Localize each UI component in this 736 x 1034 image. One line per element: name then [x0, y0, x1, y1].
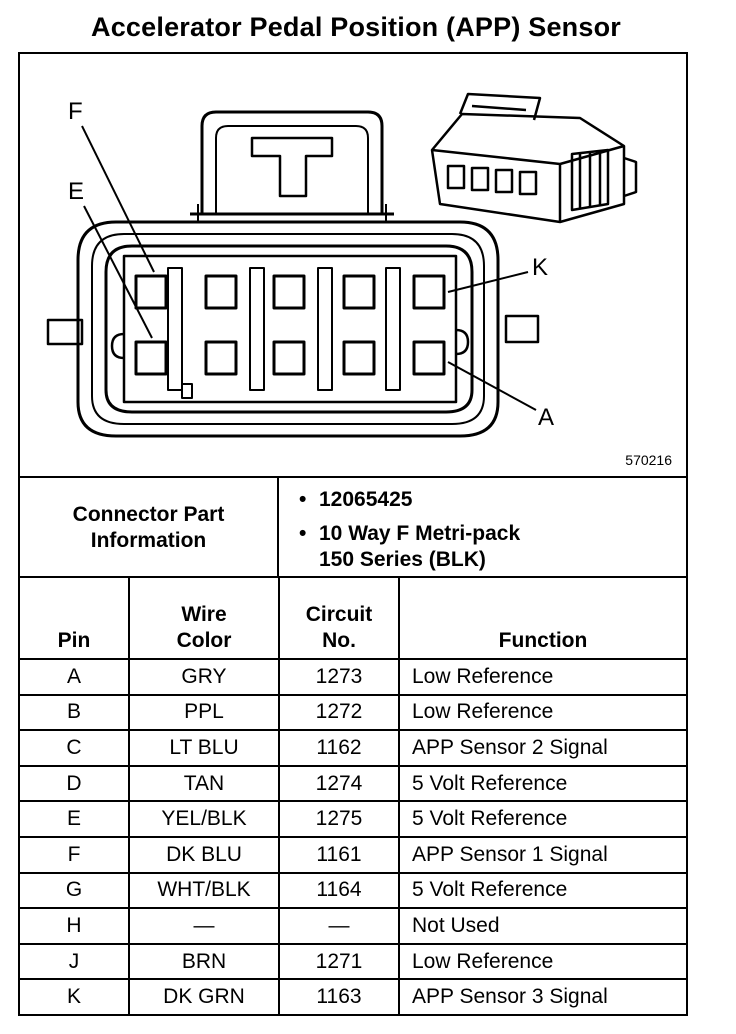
wire-color-cell: PPL: [128, 693, 280, 732]
pin-cell: E: [20, 800, 130, 838]
header-circuit-line1: Circuit: [305, 603, 373, 626]
connector-face-drawing: [46, 92, 638, 438]
circuit-cell: 1271: [278, 942, 400, 981]
function-cell: Not Used: [398, 907, 686, 945]
connector-part-info: Connector Part Information 12065425 10 W…: [20, 476, 686, 578]
pin-cell: A: [20, 658, 130, 696]
connector-part-number: 12065425: [299, 486, 413, 513]
table-row: G WHT/BLK 1164 5 Volt Reference: [20, 871, 686, 910]
callout-label-e: E: [68, 178, 85, 205]
callout-label-f: F: [68, 98, 83, 125]
function-cell: APP Sensor 3 Signal: [398, 978, 686, 1014]
table-row: H — — Not Used: [20, 907, 686, 945]
pin-cell: H: [20, 907, 130, 945]
callout-label-k: K: [532, 254, 549, 281]
page-title: Accelerator Pedal Position (APP) Sensor: [91, 12, 621, 42]
circuit-cell: 1275: [278, 800, 400, 838]
circuit-cell: 1162: [278, 729, 400, 767]
function-cell: APP Sensor 1 Signal: [398, 835, 686, 874]
header-wire-color: Wire Color: [128, 576, 280, 660]
document-frame: F E K A 570216 Connector Part Informatio…: [18, 52, 688, 1016]
table-row: B PPL 1272 Low Reference: [20, 693, 686, 732]
wire-color-cell: —: [128, 907, 280, 945]
connector-type: 10 Way F Metri-pack: [299, 520, 520, 547]
function-cell: 5 Volt Reference: [398, 764, 686, 803]
circuit-cell: —: [278, 907, 400, 945]
table-header-row: Pin Wire Color Circuit No. Function: [20, 576, 686, 660]
header-circuit-no: Circuit No.: [278, 576, 400, 660]
circuit-cell: 1272: [278, 693, 400, 732]
wire-color-cell: DK GRN: [128, 978, 280, 1014]
function-cell: Low Reference: [398, 658, 686, 696]
function-cell: Low Reference: [398, 693, 686, 732]
connector-series: 150 Series (BLK): [319, 548, 486, 571]
table-row: E YEL/BLK 1275 5 Volt Reference: [20, 800, 686, 838]
header-function: Function: [398, 576, 686, 660]
wire-color-cell: YEL/BLK: [128, 800, 280, 838]
header-pin: Pin: [20, 576, 130, 660]
table-row: J BRN 1271 Low Reference: [20, 942, 686, 981]
wire-color-cell: DK BLU: [128, 835, 280, 874]
circuit-cell: 1164: [278, 871, 400, 910]
function-cell: Low Reference: [398, 942, 686, 981]
connector-diagram: F E K A 570216: [20, 54, 686, 476]
header-wire-line2: Color: [176, 629, 232, 652]
circuit-cell: 1161: [278, 835, 400, 874]
wire-color-cell: GRY: [128, 658, 280, 696]
circuit-cell: 1163: [278, 978, 400, 1014]
function-cell: APP Sensor 2 Signal: [398, 729, 686, 767]
pin-cell: C: [20, 729, 130, 767]
table-row: C LT BLU 1162 APP Sensor 2 Signal: [20, 729, 686, 767]
wire-color-cell: BRN: [128, 942, 280, 981]
connector-info-label-line2: Information: [90, 529, 207, 552]
connector-info-label-line1: Connector Part: [72, 503, 225, 526]
circuit-cell: 1274: [278, 764, 400, 803]
figure-number: 570216: [625, 452, 672, 468]
pin-cell: D: [20, 764, 130, 803]
table-row: K DK GRN 1163 APP Sensor 3 Signal: [20, 978, 686, 1014]
circuit-cell: 1273: [278, 658, 400, 696]
pinout-table: Pin Wire Color Circuit No. Function A GR…: [20, 576, 686, 1014]
connector-info-values: 12065425 10 Way F Metri-pack 150 Series …: [279, 478, 684, 578]
pin-cell: K: [20, 978, 130, 1014]
function-cell: 5 Volt Reference: [398, 871, 686, 910]
pin-cell: J: [20, 942, 130, 981]
connector-info-label: Connector Part Information: [20, 478, 279, 578]
wire-color-cell: WHT/BLK: [128, 871, 280, 910]
wire-color-cell: TAN: [128, 764, 280, 803]
table-row: D TAN 1274 5 Volt Reference: [20, 764, 686, 803]
pin-cell: G: [20, 871, 130, 910]
header-circuit-line2: No.: [322, 629, 356, 652]
pin-cell: F: [20, 835, 130, 874]
table-row: A GRY 1273 Low Reference: [20, 658, 686, 696]
wire-color-cell: LT BLU: [128, 729, 280, 767]
callout-label-a: A: [538, 404, 555, 431]
table-row: F DK BLU 1161 APP Sensor 1 Signal: [20, 835, 686, 874]
pin-cell: B: [20, 693, 130, 732]
header-wire-line1: Wire: [181, 603, 227, 626]
function-cell: 5 Volt Reference: [398, 800, 686, 838]
